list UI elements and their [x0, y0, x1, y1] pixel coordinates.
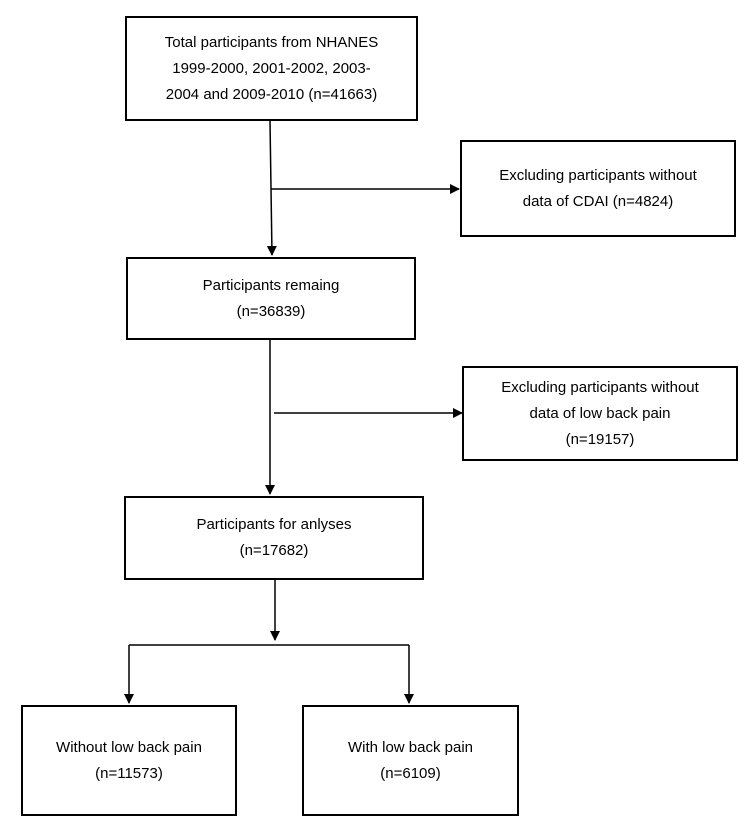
box-exclude-lbp-line1: Excluding participants without — [501, 378, 699, 396]
box-with-low-back-pain: With low back pain (n=6109) — [302, 705, 519, 816]
box-with-lbp-line1: With low back pain — [347, 738, 474, 756]
box-exclude-low-back-pain: Excluding participants without data of l… — [462, 366, 738, 461]
arrow-total-to-remaining — [266, 120, 277, 256]
box-without-lbp-line1: Without low back pain — [56, 738, 202, 756]
box-exclude-lbp-line2: data of low back pain — [529, 404, 671, 422]
box-exclude-lbp-line3: (n=19157) — [565, 430, 635, 448]
box-total-participants: Total participants from NHANES 1999-2000… — [125, 16, 418, 121]
box-total-line3: 2004 and 2009-2010 (n=41663) — [165, 85, 378, 103]
box-with-lbp-line2: (n=6109) — [380, 764, 441, 782]
box-analyses-line1: Participants for anlyses — [196, 516, 352, 533]
box-remaining-line2: (n=36839) — [236, 302, 306, 320]
box-analyses-line2: (n=17682) — [239, 542, 309, 559]
box-participants-analyses: Participants for anlyses (n=17682) — [124, 496, 424, 580]
box-remaining-line1: Participants remaing — [202, 276, 340, 294]
box-exclude-cdai: Excluding participants without data of C… — [460, 140, 736, 237]
box-total-line2: 1999-2000, 2001-2002, 2003- — [172, 59, 371, 77]
box-without-lbp-line2: (n=11573) — [95, 764, 163, 782]
box-total-line1: Total participants from NHANES — [164, 33, 379, 51]
box-participants-remaining: Participants remaing (n=36839) — [126, 257, 416, 340]
box-without-low-back-pain: Without low back pain (n=11573) — [21, 705, 237, 816]
box-exclude-cdai-line2: data of CDAI (n=4824) — [522, 192, 674, 210]
box-exclude-cdai-line1: Excluding participants without — [499, 166, 697, 184]
